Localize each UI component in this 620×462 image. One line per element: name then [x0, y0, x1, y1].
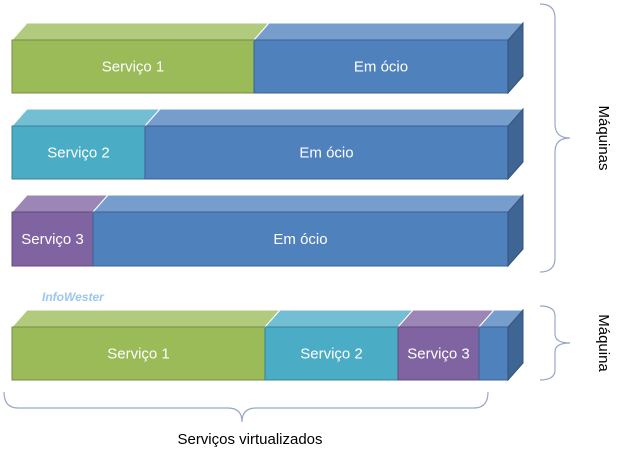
machine-3-bar-segment-2-top [91, 194, 525, 213]
virtualized-bar-segment-1-label: Serviço 1 [107, 346, 170, 363]
machine-2-bar-segment-1 [11, 125, 146, 180]
machine-brace [539, 305, 571, 381]
machine-1-bar-segment-1 [11, 39, 255, 94]
virtualized-bar-side [507, 308, 524, 382]
machine-2-bar-segment-1-top [10, 108, 162, 127]
infowester-watermark: InfoWester [42, 290, 105, 304]
virtualized-bar-segment-3-top [396, 309, 496, 328]
virtualized-label: Serviços virtualizados [177, 431, 322, 448]
machine-2-bar-segment-2-top [143, 108, 525, 127]
machine-3-bar-side [507, 193, 524, 268]
machine-3-bar-segment-1-label: Serviço 3 [21, 231, 84, 248]
virtualized-brace [3, 391, 489, 423]
machines-label: Máquinas [595, 105, 612, 170]
machine-1-bar-segment-2 [253, 39, 509, 94]
machine-2-bar-segment-2 [144, 125, 509, 180]
machine-label: Máquina [595, 314, 612, 372]
machine-2-bar-segment-2-label: Em ócio [299, 145, 353, 162]
virtualized-bar-segment-3-label: Serviço 3 [407, 346, 470, 363]
machine-3-bar-segment-1 [11, 211, 94, 267]
machine-1-bar-side [507, 21, 524, 95]
virtualized-bar-segment-2 [264, 326, 399, 381]
machine-3-bar-segment-1-top [10, 194, 110, 213]
virtualized-bar-segment-1-top [10, 309, 282, 328]
machine-2-bar-segment-1-label: Serviço 2 [47, 145, 110, 162]
virtualized-bar-segment-4 [478, 326, 509, 381]
virtualized-bar-segment-1 [11, 326, 266, 381]
virtualized-bar-segment-2-top [263, 309, 415, 328]
virtualized-bar-segment-2-label: Serviço 2 [300, 346, 363, 363]
machines-brace [539, 3, 571, 273]
machine-1-bar-segment-2-label: Em ócio [354, 59, 408, 76]
machine-2-bar-side [507, 107, 524, 181]
virtualized-bar-segment-3 [397, 326, 480, 381]
machine-3-bar-segment-2-label: Em ócio [273, 231, 327, 248]
machine-1-bar-segment-1-label: Serviço 1 [102, 59, 165, 76]
machine-1-bar-segment-1-top [10, 22, 271, 41]
machine-1-bar-segment-2-top [252, 22, 525, 41]
